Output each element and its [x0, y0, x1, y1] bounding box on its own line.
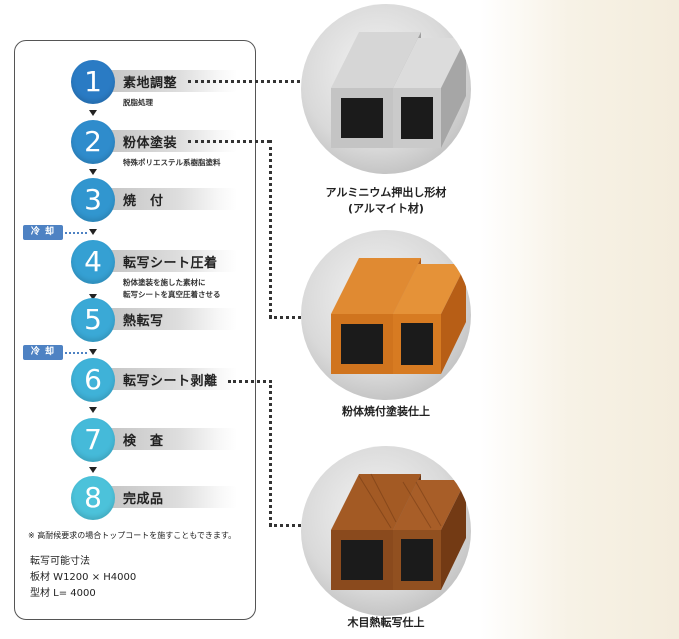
step-number: 8 — [71, 476, 115, 520]
flow-arrow — [89, 407, 97, 413]
step-label: 完成品 — [123, 492, 164, 507]
flow-arrow — [89, 169, 97, 175]
woodgrain-caption: 木目熱転写仕上 — [347, 616, 425, 629]
connector-step2 — [188, 140, 270, 143]
aluminum-profile-image — [301, 4, 471, 174]
connector-step6-vertical — [269, 380, 272, 526]
step-bar — [111, 188, 237, 210]
dimensions-title: 転写可能寸法 — [30, 556, 90, 567]
step-number: 3 — [71, 178, 115, 222]
step-bar — [111, 70, 237, 92]
connector-step1-aluminum — [188, 80, 300, 83]
step-sub: 脱脂処理 — [123, 98, 153, 107]
powder-coated-profile-image — [301, 230, 471, 400]
cooling-connector — [65, 352, 87, 354]
step-label: 検 査 — [123, 434, 164, 449]
step-bar — [111, 308, 237, 330]
step-bar — [111, 428, 237, 450]
step-label: 素地調整 — [123, 76, 178, 91]
flow-arrow — [89, 110, 97, 116]
connector-woodgrain — [269, 524, 301, 527]
aluminum-caption-2: (アルマイト材) — [348, 202, 424, 215]
cooling-badge: 冷 却 — [23, 345, 63, 360]
aluminum-caption: アルミニウム押出し形材 — [325, 186, 447, 199]
step-label: 転写シート圧着 — [123, 256, 218, 271]
step-number: 7 — [71, 418, 115, 462]
step-bar — [111, 130, 237, 152]
dimensions-profile: 型材 L= 4000 — [30, 588, 96, 599]
topcoat-note: ※ 高耐候要求の場合トップコートを施すこともできます。 — [28, 531, 237, 540]
step-sub: 粉体塗装を施した素材に — [123, 278, 206, 287]
background-gradient — [480, 0, 679, 639]
step-sub-2: 転写シートを真空圧着させる — [123, 290, 221, 299]
step-sub: 特殊ポリエステル系樹脂塗料 — [123, 158, 221, 167]
step-label: 熱転写 — [123, 314, 164, 329]
step-bar — [111, 250, 237, 272]
step-label: 焼 付 — [123, 194, 164, 209]
flow-arrow — [89, 349, 97, 355]
step-number: 1 — [71, 60, 115, 104]
step-number: 4 — [71, 240, 115, 284]
cooling-badge: 冷 却 — [23, 225, 63, 240]
flow-arrow — [89, 467, 97, 473]
step-number: 6 — [71, 358, 115, 402]
step-bar — [111, 486, 237, 508]
flow-arrow — [89, 229, 97, 235]
connector-step2-vertical — [269, 140, 272, 318]
step-label: 転写シート剥離 — [123, 374, 218, 389]
flow-arrow — [89, 294, 97, 300]
connector-step6 — [228, 380, 272, 383]
connector-powder-coated — [269, 316, 301, 319]
step-label: 粉体塗装 — [123, 136, 178, 151]
step-number: 2 — [71, 120, 115, 164]
dimensions-sheet: 板材 W1200 × H4000 — [30, 572, 137, 583]
woodgrain-profile-image — [301, 446, 471, 616]
step-bar — [111, 368, 237, 390]
powder-coated-caption: 粉体焼付塗装仕上 — [342, 405, 430, 418]
cooling-connector — [65, 232, 87, 234]
step-number: 5 — [71, 298, 115, 342]
